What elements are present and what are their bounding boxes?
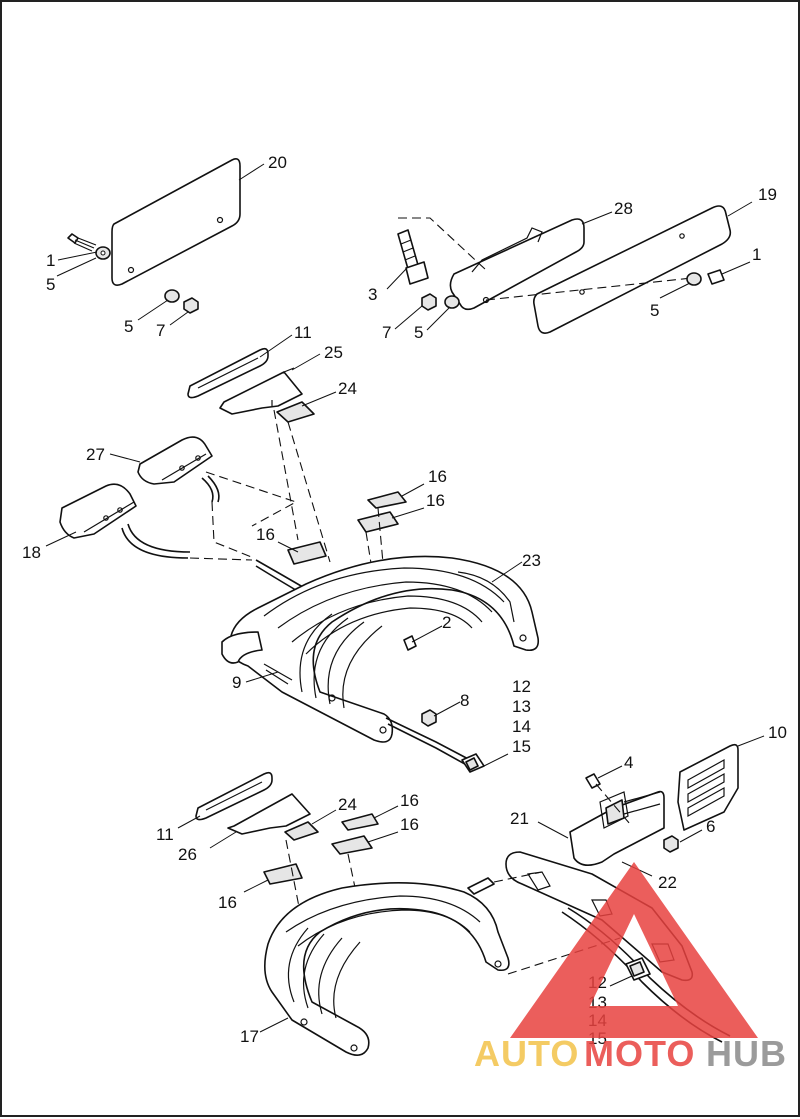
callout-24: 24 — [338, 379, 357, 398]
callout-3: 3 — [368, 285, 377, 304]
callout-10: 10 — [768, 723, 787, 742]
callout-28: 28 — [614, 199, 633, 218]
callout-7: 7 — [382, 323, 391, 342]
reflector-pad-16d — [341, 813, 379, 831]
lamp-housing-18 — [59, 483, 137, 539]
lamp-housing-27 — [137, 436, 213, 485]
callout-1: 1 — [46, 251, 55, 270]
callout-5: 5 — [414, 323, 423, 342]
callout-16: 16 — [218, 893, 237, 912]
callout-16: 16 — [426, 491, 445, 510]
callout-14: 14 — [512, 717, 531, 736]
callout-8: 8 — [460, 691, 469, 710]
reflector-pad-16b — [357, 511, 399, 533]
lamp-bracket-upper — [219, 367, 303, 415]
callout-labels: 20 1 5 5 7 28 19 3 1 7 5 5 11 25 24 27 1… — [22, 153, 787, 1048]
watermark-moto: MOTO — [584, 1033, 695, 1074]
bolt-1-right — [707, 269, 725, 285]
callout-7: 7 — [156, 321, 165, 340]
watermark-hub: HUB — [706, 1033, 787, 1074]
watermark-triangle-icon — [510, 862, 758, 1038]
callout-4: 4 — [624, 753, 633, 772]
nut-7-left — [183, 297, 199, 314]
callout-18: 18 — [22, 543, 41, 562]
callout-9: 9 — [232, 673, 241, 692]
callout-25: 25 — [324, 343, 343, 362]
callout-5: 5 — [650, 301, 659, 320]
watermark: AUTO MOTO HUB — [474, 862, 787, 1074]
adhesive-pad-24 — [276, 401, 315, 423]
callout-5: 5 — [46, 275, 55, 294]
lamp-bracket-lower — [227, 793, 311, 835]
callout-13: 13 — [512, 697, 531, 716]
lamp-lens-upper — [187, 347, 269, 399]
nut-6 — [663, 835, 679, 853]
bracket-plate — [533, 205, 732, 334]
reflector-pad-16a — [367, 491, 407, 509]
callout-23: 23 — [522, 551, 541, 570]
reflector-pad-16c — [287, 541, 327, 565]
callout-12: 12 — [512, 677, 531, 696]
callout-26: 26 — [178, 845, 197, 864]
connector-upper — [461, 753, 485, 773]
callout-11: 11 — [156, 825, 174, 844]
callout-16: 16 — [256, 525, 275, 544]
callout-15: 15 — [512, 737, 531, 756]
callout-5: 5 — [124, 317, 133, 336]
nut-7-right — [421, 293, 437, 311]
reflector-pad-16f — [263, 863, 303, 885]
callout-22: 22 — [658, 873, 677, 892]
washer-5-right — [686, 272, 702, 286]
callout-1: 1 — [752, 245, 761, 264]
washer-5-lower — [164, 289, 180, 303]
rear-fender-lower — [264, 882, 510, 1056]
callout-16: 16 — [428, 467, 447, 486]
license-plate — [111, 158, 241, 286]
bracket-21 — [569, 790, 665, 866]
callout-24: 24 — [338, 795, 357, 814]
connector-lower — [625, 957, 651, 981]
callout-6: 6 — [706, 817, 715, 836]
callout-21: 21 — [510, 809, 529, 828]
bolt-1-left — [67, 233, 97, 252]
bracket-10 — [677, 743, 739, 831]
callout-11: 11 — [294, 323, 312, 342]
lamp-lens-lower — [195, 771, 273, 821]
callout-27: 27 — [86, 445, 105, 464]
callout-16: 16 — [400, 791, 419, 810]
reflector-pad-16e — [331, 835, 373, 855]
washer-5-center — [444, 295, 460, 309]
callout-16: 16 — [400, 815, 419, 834]
bolt-3 — [397, 229, 429, 285]
callout-20: 20 — [268, 153, 287, 172]
callout-17: 17 — [240, 1027, 259, 1046]
callout-2: 2 — [442, 613, 451, 632]
callout-19: 19 — [758, 185, 777, 204]
watermark-auto: AUTO — [474, 1033, 579, 1074]
screw-bracket — [467, 877, 495, 895]
rear-fender-upper — [221, 555, 540, 743]
nut-8 — [421, 709, 437, 727]
adhesive-pad-24-lower — [284, 821, 319, 841]
mounting-bracket — [449, 218, 585, 311]
screw-2 — [403, 635, 417, 651]
